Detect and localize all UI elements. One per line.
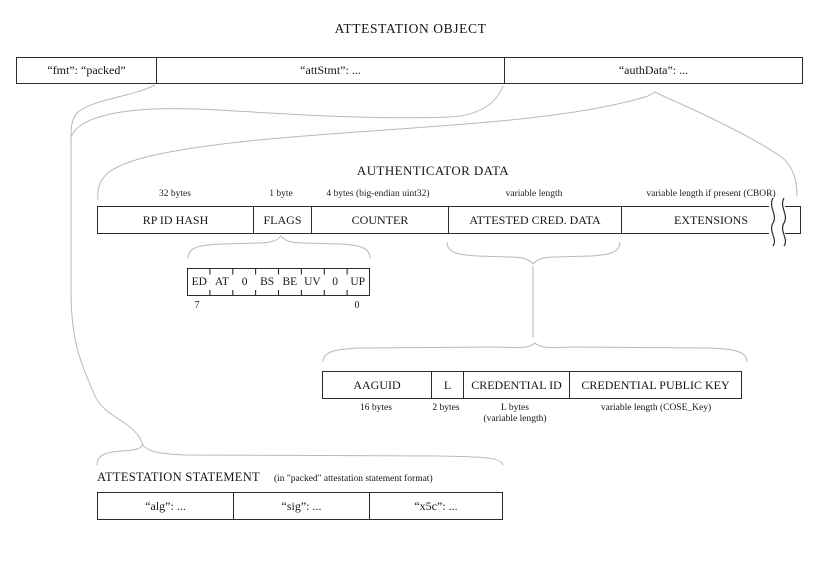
size-label-l: 2 bytes xyxy=(432,403,460,413)
flag-bit-rfu1: 0 xyxy=(241,276,248,288)
authdata-cell: “authData”: ... xyxy=(504,58,802,83)
attestation-statement-row: “alg”: ... “sig”: ... “x5c”: ... xyxy=(97,492,503,520)
credential-public-key-cell: CREDENTIAL PUBLIC KEY xyxy=(569,372,741,398)
flag-bit-up: UP xyxy=(350,276,366,288)
rp-id-hash-cell: RP ID HASH xyxy=(142,212,209,227)
brace-attestation-statement xyxy=(96,444,504,466)
size-label-extensions: variable length if present (CBOR) xyxy=(646,189,776,199)
connector-attstmt-right xyxy=(70,85,504,138)
size-label-credid-line2: (variable length) xyxy=(483,414,547,424)
bit-number-msb: 7 xyxy=(194,300,200,311)
attstmt-cell: “attStmt”: ... xyxy=(156,58,504,83)
attested-cred-data-cell: ATTESTED CRED. DATA xyxy=(448,207,621,233)
attested-cred-data-row: AAGUID L CREDENTIAL ID CREDENTIAL PUBLIC… xyxy=(322,371,742,399)
flag-bit-rfu0: 0 xyxy=(332,276,338,288)
flag-bit-uv: UV xyxy=(304,276,321,288)
flags-bit-box: ED AT 0 BS BE UV 0 UP xyxy=(187,268,370,296)
flag-bit-bs: BS xyxy=(260,276,275,288)
attestation-statement-heading: ATTESTATION STATEMENT xyxy=(97,470,260,484)
sig-cell: “sig”: ... xyxy=(233,493,369,519)
brace-attested-cred-data-bottom xyxy=(322,342,748,363)
attestation-statement-heading-row: ATTESTATION STATEMENT (in "packed" attes… xyxy=(97,470,433,485)
size-label-credid-line1: L bytes xyxy=(501,403,529,413)
page-title: ATTESTATION OBJECT xyxy=(334,21,487,36)
brace-attested-cred-data-top xyxy=(446,241,621,265)
flag-bit-at: AT xyxy=(214,276,229,288)
size-label-aaguid: 16 bytes xyxy=(360,403,392,413)
authenticator-data-heading: AUTHENTICATOR DATA xyxy=(356,163,510,178)
bit-number-lsb: 0 xyxy=(354,300,360,311)
connector-attstmt-left xyxy=(70,84,156,447)
flags-cell: FLAGS xyxy=(253,207,311,233)
credential-id-cell: CREDENTIAL ID xyxy=(463,372,569,398)
brace-authenticator-data xyxy=(97,91,798,201)
size-label-rpidhash: 32 bytes xyxy=(159,189,191,199)
extensions-cell: EXTENSIONS xyxy=(621,207,800,233)
length-cell: L xyxy=(431,372,463,398)
size-label-credpk: variable length (COSE_Key) xyxy=(600,403,712,413)
alg-cell: “alg”: ... xyxy=(145,498,186,513)
size-label-counter: 4 bytes (big-endian uint32) xyxy=(326,189,430,199)
aaguid-cell: AAGUID xyxy=(353,377,401,392)
fmt-cell: “fmt”: “packed” xyxy=(47,63,126,77)
size-label-flags: 1 byte xyxy=(269,189,293,199)
counter-cell: COUNTER xyxy=(311,207,448,233)
x5c-cell: “x5c”: ... xyxy=(369,493,502,519)
attestation-object-row: “fmt”: “packed” “attStmt”: ... “authData… xyxy=(16,57,803,84)
authenticator-data-row: RP ID HASH FLAGS COUNTER ATTESTED CRED. … xyxy=(97,206,801,234)
attestation-statement-format-note: (in "packed" attestation statement forma… xyxy=(273,474,433,484)
flag-bit-ed: ED xyxy=(191,276,207,288)
flag-bit-be: BE xyxy=(282,276,298,288)
size-label-acd: variable length xyxy=(505,189,563,199)
brace-flags xyxy=(187,235,371,259)
